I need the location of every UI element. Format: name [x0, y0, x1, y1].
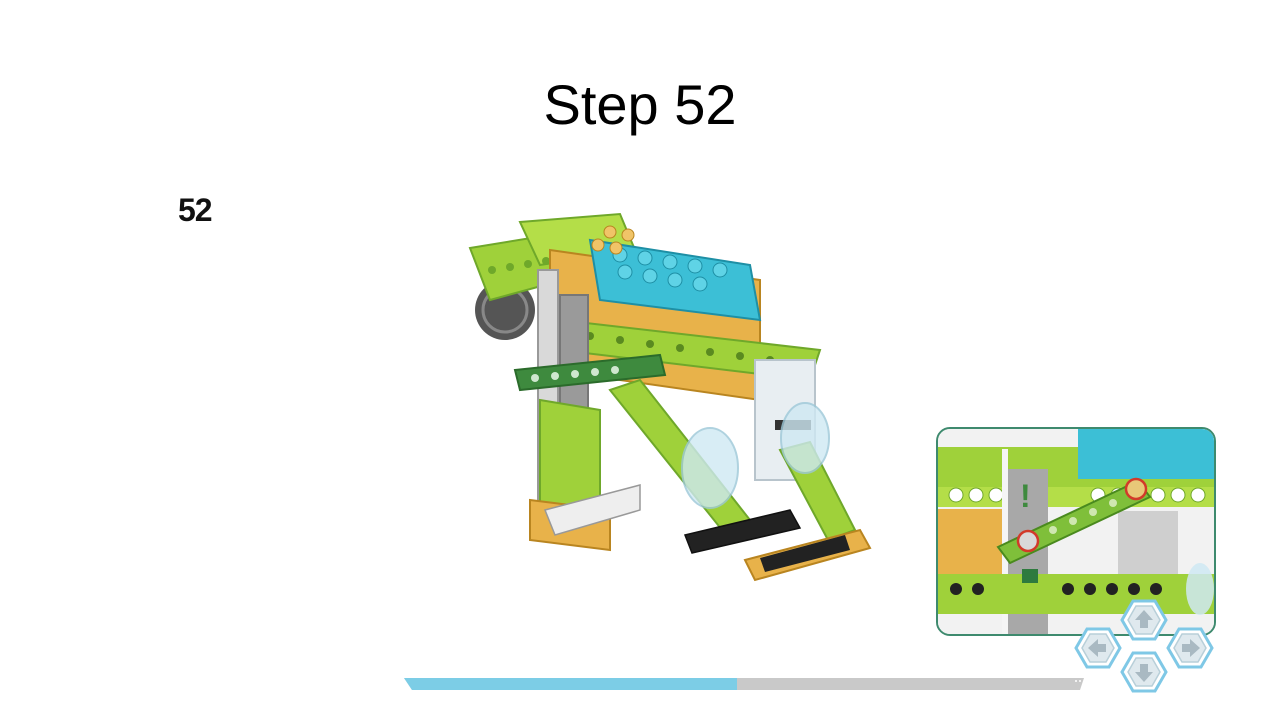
arrow-down-icon — [1135, 664, 1153, 682]
progress-bar — [404, 678, 1084, 690]
page-title: Step 52 — [543, 73, 737, 136]
prev-button[interactable] — [1074, 627, 1122, 669]
step-number-label: 52 — [178, 192, 213, 228]
detail-inset-image: ! — [936, 427, 1216, 636]
arrow-right-icon — [1182, 639, 1200, 657]
lego-model-illustration — [468, 212, 872, 582]
arrow-up-icon — [1135, 610, 1153, 628]
down-button[interactable] — [1120, 651, 1168, 693]
progress-fill — [404, 678, 737, 690]
up-button[interactable] — [1120, 599, 1168, 641]
arrow-left-icon — [1088, 639, 1106, 657]
next-button[interactable] — [1166, 627, 1214, 669]
navigation-controls — [1074, 599, 1214, 693]
svg-text:!: ! — [1020, 478, 1031, 514]
